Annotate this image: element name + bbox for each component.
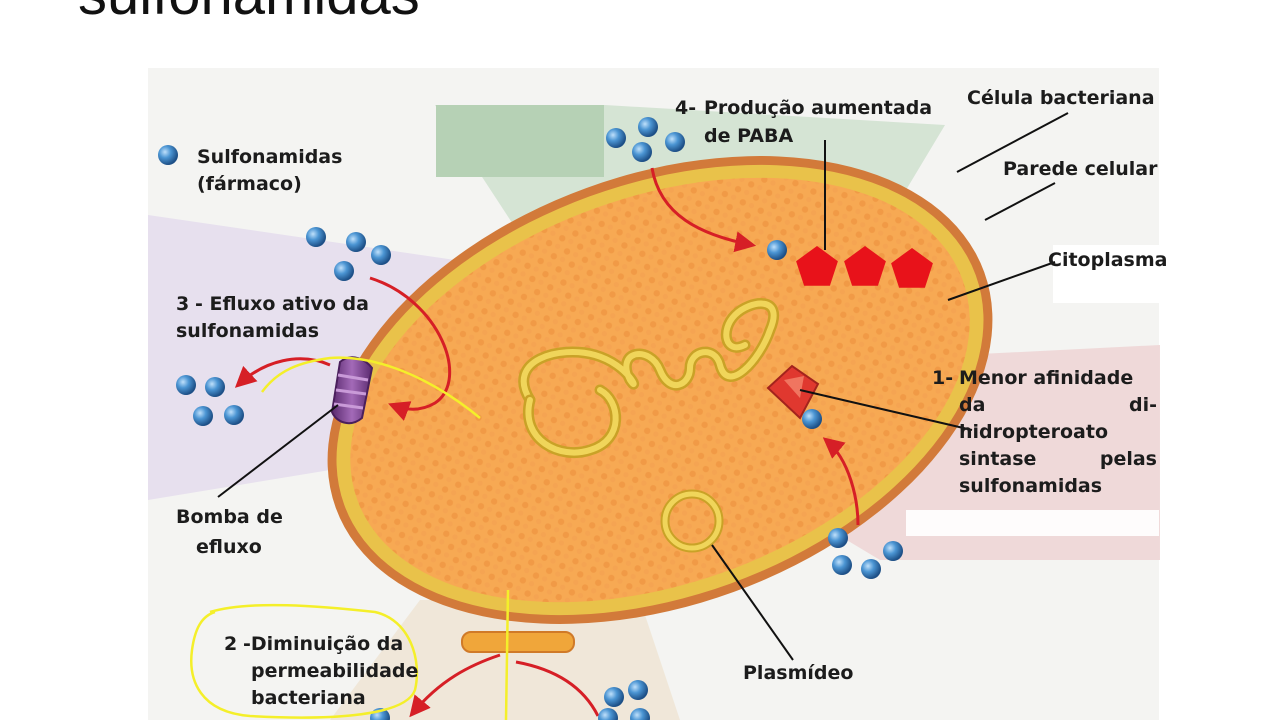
drug-molecule <box>883 541 903 561</box>
drug-molecules <box>158 117 903 720</box>
mech2-number: 2 <box>224 633 237 655</box>
leader-wall <box>984 182 1056 221</box>
mech1-pelas: pelas <box>1100 448 1157 470</box>
drug-molecule <box>832 555 852 575</box>
drug-molecule <box>802 409 822 429</box>
mech2-line1: -Diminuição da <box>243 633 403 655</box>
legend-drug-line1: Sulfonamidas <box>197 146 342 168</box>
mech4-number: 4- <box>675 97 696 119</box>
efflux-pump <box>330 356 374 425</box>
altered-enzyme-highlight <box>784 376 804 398</box>
leader-cell <box>956 112 1069 173</box>
drug-molecule <box>604 687 624 707</box>
drug-molecule <box>158 145 178 165</box>
legend-drug-line2: (fármaco) <box>197 173 302 195</box>
label-plasmid: Plasmídeo <box>743 662 853 684</box>
mech1-line1: Menor afinidade <box>959 367 1133 389</box>
drug-molecule <box>598 708 618 720</box>
mech3-line2: sulfonamidas <box>176 320 319 342</box>
permeability-beam <box>330 600 680 720</box>
label-cell: Célula bacteriana <box>967 87 1155 109</box>
mech1-line5: sulfonamidas <box>959 475 1102 497</box>
leader-enzyme <box>799 389 973 431</box>
drug-molecule <box>638 117 658 137</box>
paba-molecules <box>796 246 933 288</box>
mech2-line3: bacteriana <box>251 687 366 709</box>
paba-molecule <box>796 246 838 286</box>
label-mask-2 <box>906 510 1159 536</box>
drug-molecule <box>828 528 848 548</box>
label-cytoplasm: Citoplasma <box>1048 249 1167 271</box>
mech1-line3: hidropteroato <box>959 421 1108 443</box>
drug-molecule <box>861 559 881 579</box>
drug-molecule <box>630 708 650 720</box>
leader-cytoplasm <box>947 261 1056 301</box>
drug-molecule <box>632 142 652 162</box>
highlight-porin <box>504 589 510 720</box>
mech4-line1: Produção aumentada <box>704 97 932 119</box>
mech3-line1: - Efluxo ativo da <box>195 293 369 315</box>
paba-molecule <box>844 246 886 286</box>
arrow-efflux-out <box>234 357 331 388</box>
drug-molecule <box>205 377 225 397</box>
drug-molecule <box>334 261 354 281</box>
mech1-di: di- <box>1129 394 1157 416</box>
drug-molecule <box>767 240 787 260</box>
drug-molecule <box>346 232 366 252</box>
drug-molecule <box>193 406 213 426</box>
mech2-line2: permeabilidade <box>251 660 418 682</box>
porin-channel <box>461 631 575 653</box>
leader-plasmid <box>711 544 794 661</box>
highlight-permeability <box>190 603 419 719</box>
drug-molecule <box>176 375 196 395</box>
dna-loop <box>525 387 619 456</box>
label-pump-line1: Bomba de <box>176 506 283 528</box>
drug-molecule <box>224 405 244 425</box>
paba-beam-top <box>436 105 604 177</box>
paba-molecule <box>891 248 933 288</box>
arrow-affinity <box>822 437 860 526</box>
drug-molecule <box>606 128 626 148</box>
highlight-efflux <box>260 356 481 419</box>
drug-molecule <box>306 227 326 247</box>
leader-pump <box>217 404 339 498</box>
label-wall: Parede celular <box>1003 158 1158 180</box>
arrow-paba-entry <box>650 167 757 253</box>
label-mask <box>1053 245 1159 303</box>
plasmid-ring <box>662 491 722 551</box>
mech3-number: 3 <box>176 293 189 315</box>
label-pump-line2: efluxo <box>196 536 262 558</box>
mech1-sintase: sintase <box>959 448 1036 470</box>
arrow-permeability-right <box>515 660 600 717</box>
arrow-efflux-inside <box>369 276 452 421</box>
drug-molecule <box>628 680 648 700</box>
altered-enzyme <box>766 364 820 420</box>
mech4-line2: de PABA <box>704 125 793 147</box>
drug-molecule <box>665 132 685 152</box>
mech1-number: 1- <box>932 367 953 389</box>
mech1-da: da <box>959 394 985 416</box>
dna-strand <box>520 300 777 403</box>
arrow-permeability-left <box>409 653 501 718</box>
slide-title: sulfonamidas <box>78 0 420 24</box>
drug-molecule <box>371 245 391 265</box>
